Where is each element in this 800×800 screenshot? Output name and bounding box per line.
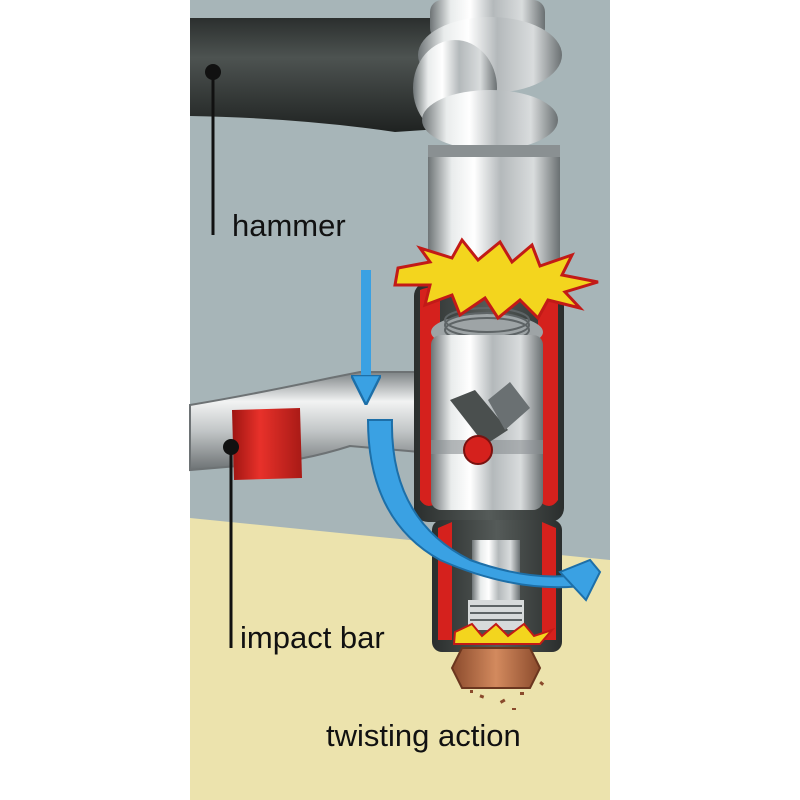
callout-impact-bar <box>223 439 239 648</box>
impact-driver-body <box>414 282 564 522</box>
hammer-handle <box>190 18 455 132</box>
label-twisting-action: twisting action <box>326 718 521 753</box>
label-hammer: hammer <box>232 208 346 243</box>
hammer-head <box>413 0 562 275</box>
impact-burst-top <box>393 237 599 321</box>
nut <box>450 647 545 710</box>
label-impact-bar: impact bar <box>240 620 385 655</box>
impact-burst-bottom <box>452 622 556 645</box>
twisting-arrow-head <box>558 558 602 602</box>
callout-hammer <box>205 64 221 235</box>
